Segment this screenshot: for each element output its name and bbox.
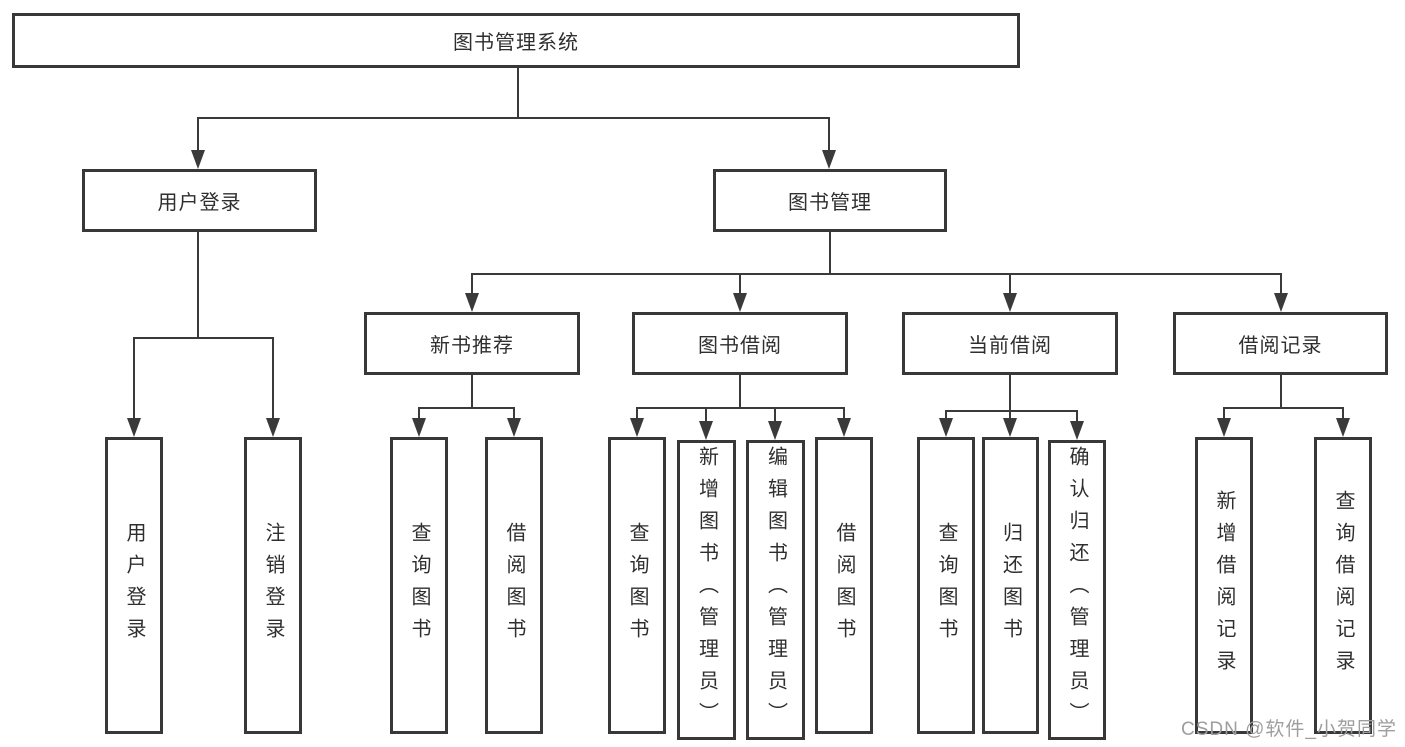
node-book-borrow: 图书借阅 bbox=[632, 312, 848, 375]
node-leaf-rec-borrow: 借阅图书 bbox=[485, 437, 543, 734]
connector-cur-confirm-drop bbox=[1076, 410, 1078, 424]
connector-mgmt-drop bbox=[828, 117, 830, 157]
connector-borrow-add-drop bbox=[705, 407, 707, 424]
node-leaf-login-logout: 注销登录 bbox=[244, 437, 302, 734]
arrowhead-cur-return bbox=[1003, 418, 1017, 437]
connector-records-drop bbox=[1280, 273, 1282, 298]
connector-cur-return-drop bbox=[1009, 410, 1011, 422]
connector-current-hline bbox=[945, 410, 1078, 412]
arrowhead-records-add bbox=[1217, 418, 1231, 437]
arrowhead-borrow-add bbox=[699, 421, 713, 440]
connector-rec-drop bbox=[471, 273, 473, 298]
connector-mgmt-stem bbox=[829, 232, 831, 273]
connector-rec-query-drop bbox=[418, 407, 420, 422]
connector-borrow-stem bbox=[739, 375, 741, 407]
node-leaf-borrow-lend: 借阅图书 bbox=[815, 437, 873, 734]
connector-login-logout-drop bbox=[272, 337, 274, 422]
arrowhead-current bbox=[1003, 293, 1017, 312]
node-root: 图书管理系统 bbox=[12, 13, 1020, 68]
node-leaf-borrow-edit: 编辑图书（管理员） bbox=[746, 440, 805, 740]
connector-login-drop bbox=[197, 117, 199, 157]
arrowhead-login bbox=[191, 150, 205, 169]
watermark: CSDN @软件_小贺同学 bbox=[1181, 719, 1397, 740]
connector-borrow-hline bbox=[636, 407, 845, 409]
connector-borrow-edit-drop bbox=[774, 407, 776, 424]
node-user-login: 用户登录 bbox=[82, 169, 317, 232]
arrowhead-records-query bbox=[1336, 418, 1350, 437]
node-current-borrow: 当前借阅 bbox=[902, 312, 1118, 375]
connector-mgmt-hline bbox=[471, 273, 1282, 275]
connector-records-query-drop bbox=[1342, 407, 1344, 422]
node-leaf-borrow-add: 新增图书（管理员） bbox=[677, 440, 736, 740]
arrowhead-borrow-lend bbox=[837, 418, 851, 437]
connector-cur-query-drop bbox=[945, 410, 947, 422]
node-leaf-cur-confirm: 确认归还（管理员） bbox=[1048, 440, 1106, 740]
node-leaf-borrow-query: 查询图书 bbox=[608, 437, 666, 734]
arrowhead-login-logout bbox=[266, 418, 280, 437]
connector-rec-borrow-drop bbox=[513, 407, 515, 422]
arrowhead-mgmt bbox=[822, 150, 836, 169]
arrowhead-rec bbox=[465, 293, 479, 312]
connector-login-stem bbox=[197, 232, 199, 337]
node-leaf-login-user: 用户登录 bbox=[105, 437, 163, 734]
node-leaf-cur-return: 归还图书 bbox=[982, 437, 1039, 734]
arrowhead-borrow-query bbox=[630, 418, 644, 437]
connector-rec-stem bbox=[471, 375, 473, 407]
node-new-book-rec: 新书推荐 bbox=[364, 312, 580, 375]
arrowhead-login-user bbox=[127, 418, 141, 437]
connector-login-user-drop bbox=[133, 337, 135, 422]
arrowhead-rec-query bbox=[412, 418, 426, 437]
connector-records-hline bbox=[1223, 407, 1344, 409]
connector-borrow-lend-drop bbox=[843, 407, 845, 422]
node-borrow-records: 借阅记录 bbox=[1173, 312, 1388, 375]
arrowhead-borrow bbox=[733, 293, 747, 312]
node-leaf-rec-query: 查询图书 bbox=[390, 437, 448, 734]
connector-login-hline bbox=[133, 337, 274, 339]
connector-rec-hline bbox=[418, 407, 515, 409]
node-leaf-records-query: 查询借阅记录 bbox=[1314, 437, 1372, 734]
arrowhead-rec-borrow bbox=[507, 418, 521, 437]
arrowhead-borrow-edit bbox=[768, 421, 782, 440]
connector-records-stem bbox=[1280, 375, 1282, 407]
connector-root-hline bbox=[197, 117, 830, 119]
connector-records-add-drop bbox=[1223, 407, 1225, 422]
connector-root-stem bbox=[517, 68, 519, 117]
connector-borrow-query-drop bbox=[636, 407, 638, 422]
arrowhead-cur-confirm bbox=[1070, 421, 1084, 440]
arrowhead-records bbox=[1274, 293, 1288, 312]
connector-current-drop bbox=[1009, 273, 1011, 298]
arrowhead-cur-query bbox=[939, 418, 953, 437]
node-book-mgmt: 图书管理 bbox=[713, 169, 947, 232]
node-leaf-records-add: 新增借阅记录 bbox=[1195, 437, 1253, 734]
connector-borrow-drop bbox=[739, 273, 741, 298]
node-leaf-cur-query: 查询图书 bbox=[917, 437, 975, 734]
connector-current-stem bbox=[1009, 375, 1011, 410]
